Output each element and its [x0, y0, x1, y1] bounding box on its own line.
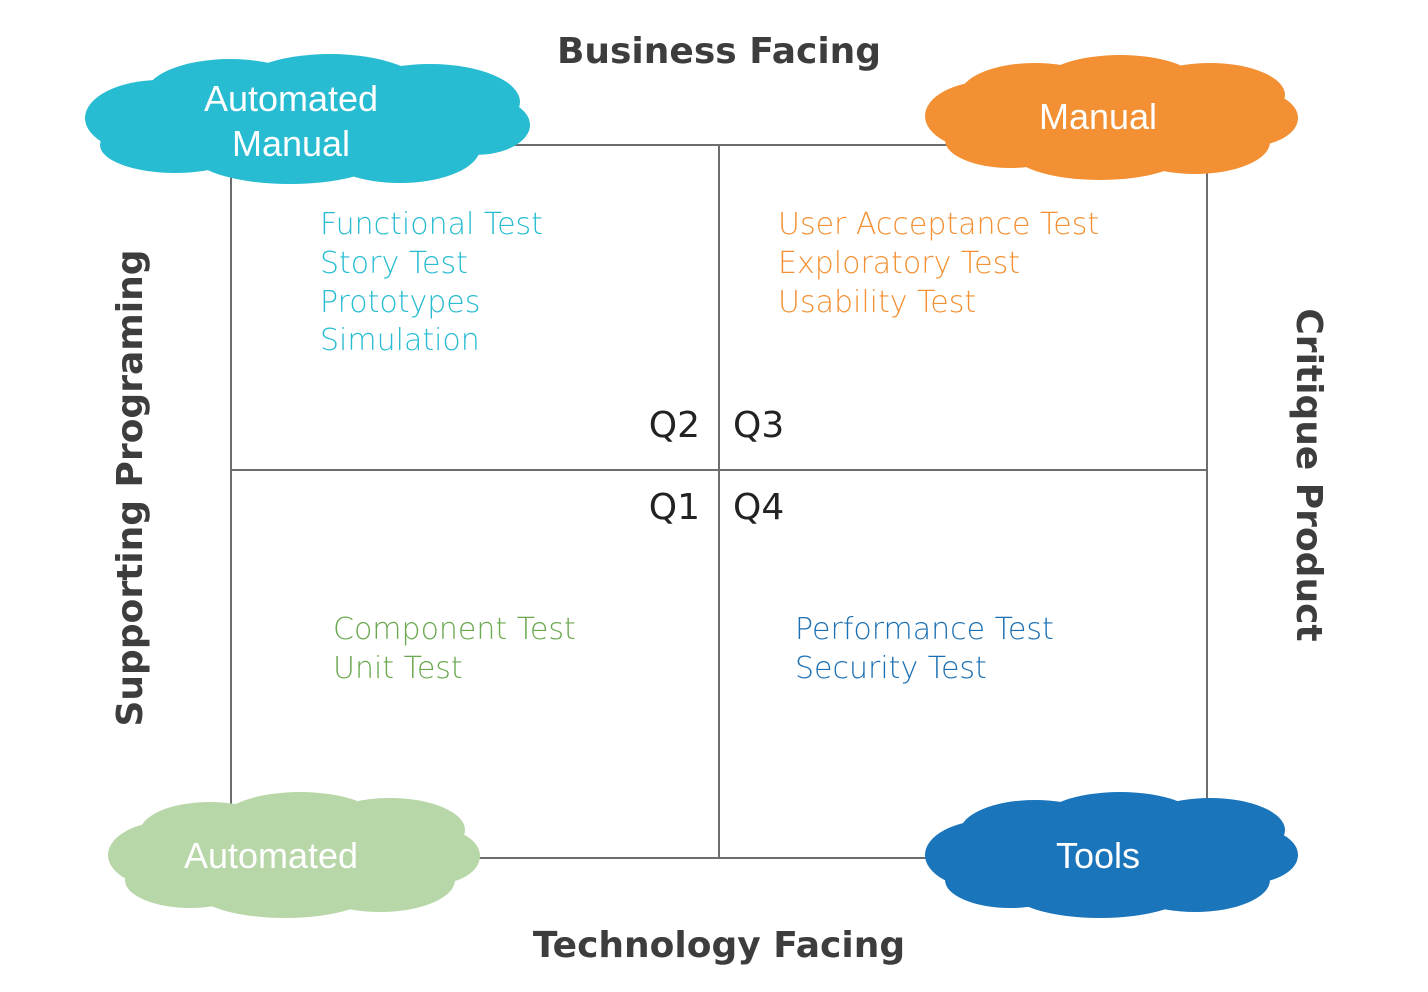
q3-item-usability-test: Usability Test [778, 285, 976, 320]
quadrant-q3-items: User Acceptance Test Exploratory Test Us… [778, 207, 1099, 320]
q4-item-security-test: Security Test [795, 651, 987, 686]
cloud-top-left-line1: Automated [204, 78, 378, 119]
q3-item-user-acceptance-test: User Acceptance Test [778, 207, 1099, 242]
q2-item-story-test: Story Test [320, 246, 468, 281]
cloud-bottom-right-label: Tools [1056, 835, 1140, 876]
axis-right-label: Critique Product [1288, 308, 1329, 641]
q3-item-exploratory-test: Exploratory Test [778, 246, 1020, 281]
quadrant-q2-items: Functional Test Story Test Prototypes Si… [320, 207, 543, 358]
cloud-top-left-line2: Manual [232, 123, 350, 164]
cloud-top-left: Automated Manual [85, 54, 530, 184]
quadrant-label-q4: Q4 [733, 487, 784, 528]
quadrant-label-q1: Q1 [649, 487, 700, 528]
axis-bottom-label: Technology Facing [533, 925, 905, 966]
quadrant-q1-items: Component Test Unit Test [333, 612, 576, 686]
q2-item-simulation: Simulation [320, 323, 480, 358]
quadrant-label-q2: Q2 [649, 405, 700, 446]
cloud-top-right-label: Manual [1039, 96, 1157, 137]
cloud-top-right: Manual [925, 55, 1298, 180]
quadrant-q4-items: Performance Test Security Test [795, 612, 1054, 686]
axis-left-label: Supporting Programing [110, 250, 151, 727]
quadrant-label-q3: Q3 [733, 405, 784, 446]
cloud-bottom-right: Tools [925, 792, 1298, 918]
q2-item-functional-test: Functional Test [320, 207, 543, 242]
q4-item-performance-test: Performance Test [795, 612, 1054, 647]
q1-item-component-test: Component Test [333, 612, 576, 647]
quadrant-grid [230, 144, 1208, 859]
cloud-bottom-left-label: Automated [184, 835, 358, 876]
q2-item-prototypes: Prototypes [320, 285, 480, 320]
axis-top-label: Business Facing [557, 31, 881, 72]
q1-item-unit-test: Unit Test [333, 651, 463, 686]
cloud-bottom-left: Automated [108, 792, 480, 918]
